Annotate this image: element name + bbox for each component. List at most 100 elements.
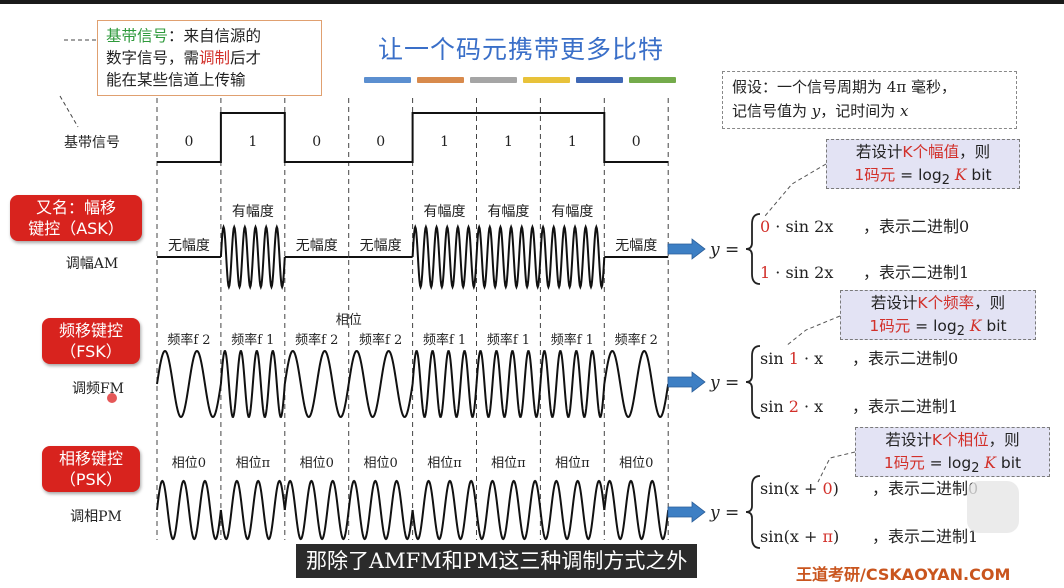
note-line-2: 数字信号，需调制后才 [106, 47, 313, 69]
fsk-design-b: ，则 [974, 294, 1006, 312]
fsk-design-log: = log [910, 317, 957, 335]
note-line-1: 基带信号：来自信源的 [106, 25, 313, 47]
fsk-case-rest: · x [799, 349, 823, 368]
ask-design-log: = log [895, 166, 942, 184]
fsk-carrier-segment [411, 350, 478, 418]
color-bar [364, 77, 411, 83]
fsk-case-pre: sin [760, 397, 789, 416]
psk-carrier-segment [475, 479, 542, 541]
psk-row-label: 调相PM [70, 509, 122, 525]
ask-design-b: ，则 [959, 143, 991, 161]
psk-carrier-segment [156, 479, 222, 541]
psk-slot-label: 相位0 [619, 456, 653, 471]
fsk-case-expr: sin 2 · x [760, 397, 823, 416]
fsk-design-red: K个频率 [917, 294, 975, 312]
ask-tag: 又名：幅移 键控（ASK） [10, 195, 142, 241]
psk-case-desc: ，表示二进制0 [872, 479, 978, 498]
psk-slot-label: 相位π [236, 456, 271, 471]
ask-design-line-2: 1码元 = log2 K bit [827, 164, 1019, 192]
ask-slot-label: 无幅度 [168, 238, 210, 254]
ask-case-red: 0 [760, 217, 770, 236]
assumption-line-2: 记信号值为 y，记时间为 x [732, 99, 1007, 123]
fsk-carrier-segment [539, 350, 606, 418]
fsk-design-sub: 2 [956, 324, 965, 340]
psk-design-line-1: 若设计K个相位，则 [856, 429, 1049, 452]
color-bar [417, 77, 464, 83]
ask-carrier-segment [475, 224, 542, 290]
fsk-carrier-segment [219, 350, 286, 418]
psk-design-box: 若设计K个相位，则 1码元 = log2 K bit [855, 427, 1050, 477]
fsk-formula-lhs: y = [709, 373, 739, 393]
baseband-bit-label: 1 [568, 134, 577, 150]
ask-design-bit: bit [966, 166, 992, 184]
psk-arrow [667, 501, 706, 523]
psk-brace [745, 475, 761, 549]
psk-design-code: 1码元 [883, 454, 925, 472]
ask-design-sub: 2 [941, 173, 950, 189]
ask-case-rest: · sin 2x [770, 263, 833, 282]
fsk-slot-label: 频率f 1 [487, 332, 530, 348]
ask-slot-label: 有幅度 [424, 204, 466, 220]
fsk-case-red: 2 [789, 397, 799, 416]
psk-tag-line-1: 相移键控 [58, 449, 123, 468]
psk-case-desc: ，表示二进制1 [872, 527, 978, 546]
psk-slot-label: 相位0 [172, 456, 206, 471]
psk-carrier-segment [539, 479, 606, 541]
psk-design-log: = log [924, 454, 972, 472]
leader-lines [59, 39, 856, 483]
psk-design-a: 若设计 [885, 431, 932, 449]
fsk-brace [745, 345, 761, 419]
psk-design-sub: 2 [971, 461, 980, 477]
fsk-slot-label: 频率f 2 [615, 332, 658, 348]
note-line2-pre: 数字信号，需 [106, 49, 200, 67]
assumption-box: 假设：一个信号周期为 4π 毫秒， 记信号值为 y，记时间为 x [722, 71, 1017, 129]
video-logo-badge [967, 481, 1019, 533]
assume-var-y: y [811, 102, 821, 120]
ask-slot-label: 有幅度 [551, 204, 593, 220]
baseband-bit-label: 0 [312, 134, 321, 150]
fsk-slot-label: 频率f 2 [295, 332, 338, 348]
baseband-bit-label: 1 [440, 134, 449, 150]
fsk-design-line-1: 若设计K个频率，则 [841, 292, 1035, 315]
slide-title: 让一个码元携带更多比特 [377, 35, 664, 64]
psk-slot-label: 相位0 [364, 456, 398, 471]
fsk-design-k: K [969, 317, 982, 335]
ask-design-box: 若设计K个幅值，则 1码元 = log2 K bit [826, 139, 1020, 189]
fsk-design-code: 1码元 [869, 317, 911, 335]
assume-var-x: x [900, 102, 909, 120]
color-bar [629, 77, 676, 83]
psk-case-red: π [822, 527, 833, 546]
psk-design-b: ，则 [988, 431, 1020, 449]
fsk-case-red: 1 [789, 349, 799, 368]
ask-carrier-segment [539, 224, 606, 290]
psk-slot-label: 相位π [427, 456, 462, 471]
ask-slot-label: 有幅度 [487, 204, 529, 220]
ask-design-line-1: 若设计K个幅值，则 [827, 141, 1019, 164]
fsk-tag: 频移键控 （FSK） [42, 318, 140, 364]
fsk-slot-label: 频率f 1 [551, 332, 594, 348]
psk-design-red: K个相位 [931, 431, 989, 449]
top-bar [0, 0, 1064, 4]
ask-design-code: 1码元 [854, 166, 896, 184]
fsk-design-bit: bit [981, 317, 1007, 335]
psk-slot-label: 相位0 [300, 456, 334, 471]
fsk-carrier-segment [283, 349, 350, 419]
baseband-row-label: 基带信号 [64, 134, 120, 151]
psk-case-red: 0 [822, 479, 832, 498]
ask-tag-line-1: 又名：幅移 [35, 198, 116, 217]
psk-tag: 相移键控 （PSK） [42, 446, 140, 492]
fsk-waveform: 调频FM [72, 349, 670, 419]
color-bar [470, 77, 517, 83]
ask-case-desc: ，表示二进制0 [863, 217, 969, 236]
ask-case-desc: ，表示二进制1 [863, 263, 969, 282]
baseband-bit-label: 1 [504, 134, 513, 150]
fsk-design-a: 若设计 [870, 294, 918, 312]
psk-design-bit: bit [995, 454, 1022, 472]
ask-carrier-segment [219, 224, 286, 290]
psk-carrier-segment [283, 479, 350, 541]
ask-case-red: 1 [760, 263, 770, 282]
fsk-leader-line [785, 315, 841, 347]
fsk-carrier-segment [156, 349, 222, 419]
